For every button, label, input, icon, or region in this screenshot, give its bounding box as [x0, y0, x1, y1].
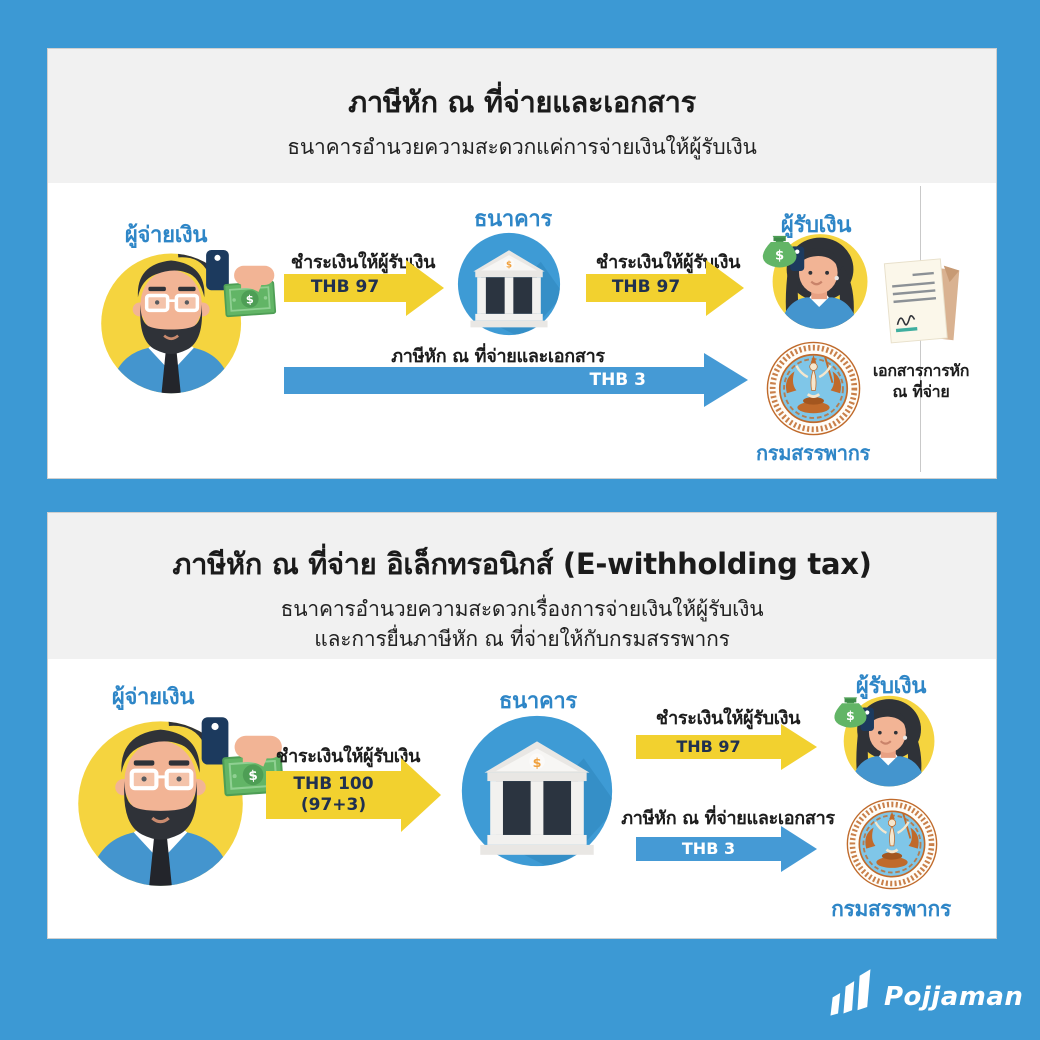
tax-arrow-head: [704, 353, 748, 407]
pay-arrow-label: ชำระเงินให้ผู้รับเงิน: [275, 746, 421, 767]
revenue-label: กรมสรรพากร: [756, 441, 870, 465]
receive-arrow-head: [781, 724, 817, 770]
pay-arrow-2-label: ชำระเงินให้ผู้รับเงิน: [595, 252, 741, 273]
pay-arrow-2-head: [706, 260, 744, 316]
bank-icon: $: [456, 231, 562, 337]
tax-arrow-label: ภาษีหัก ณ ที่จ่ายและเอกสาร: [621, 808, 835, 829]
brand-name: Pojjaman: [884, 982, 1024, 1012]
pay-arrow-1-amount: THB 97: [310, 277, 380, 298]
receive-arrow-label: ชำระเงินให้ผู้รับเงิน: [655, 708, 801, 729]
pay-arrow: THB 100 (97+3): [266, 771, 401, 819]
tax-arrow: THB 3: [636, 837, 781, 861]
svg-text:$: $: [248, 769, 258, 785]
svg-text:$: $: [245, 292, 254, 307]
payer-avatar: $: [70, 709, 286, 889]
pay-arrow-head: [401, 758, 441, 832]
revenue-department-seal-icon: [766, 341, 861, 436]
receiver-avatar: $: [748, 227, 871, 337]
tax-arrow-label: ภาษีหัก ณ ที่จ่ายและเอกสาร: [391, 346, 605, 367]
tax-arrow-head: [781, 826, 817, 872]
tax-arrow: THB 3: [284, 367, 704, 394]
payer-label: ผู้จ่ายเงิน: [111, 685, 195, 710]
panel2-title: ภาษีหัก ณ ที่จ่าย อิเล็กทรอนิกส์ (E-with…: [172, 547, 872, 581]
pay-arrow-2: THB 97: [586, 274, 706, 302]
svg-text:$: $: [506, 261, 512, 271]
panel-e-withholding-tax: ภาษีหัก ณ ที่จ่าย อิเล็กทรอนิกส์ (E-with…: [47, 512, 997, 939]
brand-footer: Pojjaman: [818, 960, 1028, 1024]
svg-text:$: $: [775, 249, 784, 264]
tax-arrow-amount: THB 3: [681, 839, 736, 858]
panel2-subtitle-line2: และการยื่นภาษีหัก ณ ที่จ่ายให้กับกรมสรรพ…: [314, 627, 730, 651]
bank-icon: $: [459, 713, 615, 869]
panel1-header: [48, 49, 996, 183]
panel1-title: ภาษีหัก ณ ที่จ่ายและเอกสาร: [348, 85, 696, 119]
pay-arrow-1-head: [406, 260, 444, 316]
revenue-label: กรมสรรพากร: [831, 897, 951, 921]
bank-label: ธนาคาร: [499, 689, 577, 714]
svg-text:$: $: [533, 756, 542, 771]
pojjaman-logo-icon: [824, 966, 878, 1024]
tax-arrow-amount: THB 3: [589, 369, 646, 390]
svg-text:$: $: [846, 708, 855, 723]
pay-arrow-2-amount: THB 97: [611, 277, 681, 298]
pay-arrow-1: THB 97: [284, 274, 406, 302]
panel1-subtitle: ธนาคารอำนวยความสะดวกแค่การจ่ายเงินให้ผู้…: [287, 135, 757, 159]
document-label-line2: ณ ที่จ่าย: [892, 381, 950, 401]
receiver-avatar: $: [820, 689, 938, 794]
withholding-document-icon: [876, 251, 968, 353]
pay-arrow-amount-line1: THB 100: [293, 773, 374, 794]
pay-arrow-1-label: ชำระเงินให้ผู้รับเงิน: [290, 252, 436, 273]
document-label-line1: เอกสารการหัก: [872, 361, 970, 380]
receive-arrow-amount: THB 97: [676, 737, 741, 756]
revenue-department-seal-icon: [846, 798, 938, 890]
pay-arrow-amount-line2: (97+3): [300, 795, 367, 815]
bank-label: ธนาคาร: [474, 207, 552, 232]
document-label: เอกสารการหัก ณ ที่จ่าย: [851, 361, 991, 403]
panel2-header: [48, 513, 996, 659]
payer-label: ผู้จ่ายเงิน: [124, 223, 208, 248]
panel-withholding-tax-documents: ภาษีหัก ณ ที่จ่ายและเอกสาร ธนาคารอำนวยคว…: [47, 48, 997, 479]
payer-avatar: $: [94, 243, 278, 396]
panel2-subtitle-line1: ธนาคารอำนวยความสะดวกเรื่องการจ่ายเงินให้…: [280, 597, 764, 621]
receiver-label: ผู้รับเงิน: [855, 674, 927, 699]
receive-arrow: THB 97: [636, 735, 781, 759]
receiver-label: ผู้รับเงิน: [780, 213, 852, 238]
